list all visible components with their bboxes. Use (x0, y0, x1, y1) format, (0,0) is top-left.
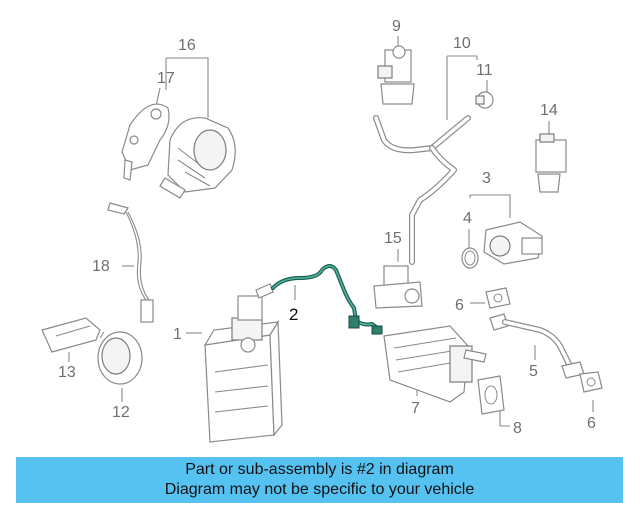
callout-13: 13 (58, 364, 76, 381)
callout-11: 11 (476, 62, 493, 79)
part-14-solenoid (535, 133, 567, 193)
part-6-gasket-upper (485, 287, 511, 309)
callout-15: 15 (384, 230, 402, 247)
part-6-gasket-lower (579, 371, 603, 393)
callout-2: 2 (289, 305, 298, 324)
part-15-valve (373, 265, 423, 309)
leader-lines (68, 36, 594, 427)
callout-7: 7 (411, 400, 420, 417)
part-10-hose (373, 115, 471, 265)
callout-18: 18 (92, 258, 110, 275)
part-16-17-assembly (121, 103, 236, 199)
info-banner: Part or sub-assembly is #2 in diagram Di… (16, 457, 623, 503)
part-12-cover (97, 331, 143, 385)
callout-4: 4 (463, 210, 472, 227)
part-8-gasket (477, 375, 505, 415)
callout-12: 12 (112, 404, 130, 421)
callout-8: 8 (513, 420, 522, 437)
part-2-hose (271, 264, 383, 335)
callout-6-upper: 6 (455, 297, 464, 314)
part-11-valve (475, 91, 494, 109)
banner-line-2: Diagram may not be specific to your vehi… (164, 481, 475, 498)
part-1-canister (203, 283, 283, 443)
part-4-o-ring (461, 247, 479, 269)
callout-5: 5 (529, 363, 538, 380)
callout-6-lower: 6 (587, 415, 596, 432)
banner-line-1: Part or sub-assembly is #2 in diagram (185, 461, 454, 478)
part-7-cooler (383, 325, 487, 403)
callout-3: 3 (482, 170, 491, 187)
part-9-valve (377, 45, 415, 105)
callout-14: 14 (540, 102, 558, 119)
callout-10: 10 (453, 35, 471, 52)
callout-16: 16 (178, 37, 196, 54)
part-5-pipe (489, 313, 585, 379)
part-18-sensor (107, 202, 154, 323)
part-3-valve (483, 221, 543, 265)
callout-9: 9 (392, 18, 401, 35)
callout-1: 1 (173, 326, 182, 343)
part-13-plate (41, 317, 101, 353)
